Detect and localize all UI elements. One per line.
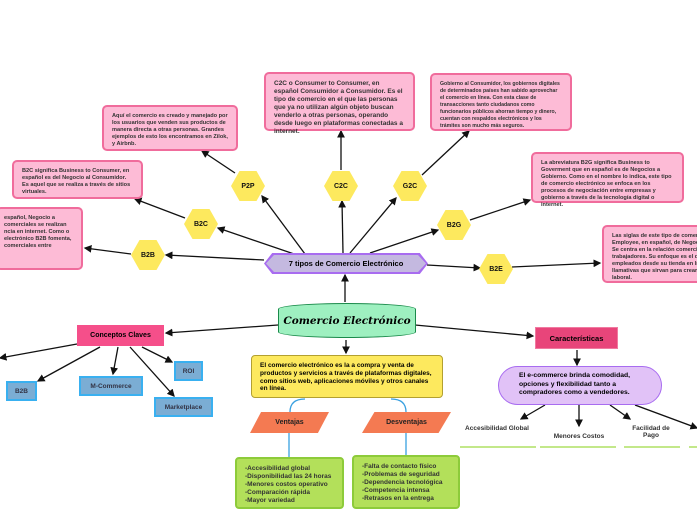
pros-list: -Accesibilidad global-Disponibilidad las… [235, 457, 344, 509]
concept-roi[interactable]: ROI [174, 361, 203, 381]
pros-item: -Menores costos operativo [245, 481, 328, 488]
b2b-description: español, Negocio a comerciales se realiz… [0, 207, 83, 270]
cons-node[interactable]: Desventajas [362, 412, 451, 433]
b2g-description: La abreviatura B2G significa Business to… [531, 152, 684, 208]
cons-item: -Competencia intensa [362, 487, 430, 494]
cons-list: -Falta de contacto físico-Problemas de s… [352, 455, 460, 509]
feature-item: Accesibilidad Global [465, 425, 529, 432]
cons-item: -Falta de contacto físico [362, 463, 437, 470]
cons-item: -Retrasos en la entrega [362, 495, 434, 502]
pros-item: -Mayor variedad [245, 497, 295, 504]
cons-item: -Problemas de seguridad [362, 471, 440, 478]
c2c-description: C2C o Consumer to Consumer, en español C… [264, 72, 415, 135]
feature-underline [624, 446, 680, 448]
g2c-description: Gobierno al Consumidor, los gobiernos di… [430, 73, 572, 131]
feature-underline [689, 446, 697, 448]
feature-item: Menores Costos [553, 433, 605, 440]
feature-underline [540, 446, 616, 448]
feature-item: Facilidad de Pago [632, 425, 670, 439]
cons-item: -Dependencia tecnológica [362, 479, 443, 486]
type-b2c[interactable]: B2C [184, 209, 218, 239]
pros-item: -Comparación rápida [245, 489, 311, 496]
feature-underline [460, 446, 536, 448]
p2p-description: Aquí el comercio es creado y manejado po… [102, 105, 238, 151]
pros-node[interactable]: Ventajas [250, 412, 329, 433]
concepts-node[interactable]: Conceptos Claves [77, 325, 164, 346]
central-topic[interactable]: Comercio Electrónico [278, 303, 416, 338]
b2e-description: Las siglas de este tipo de comerc Employ… [602, 225, 697, 283]
definition-box: El comercio electrónico es la a compra y… [251, 355, 443, 398]
concept-b2b[interactable]: B2B [6, 381, 37, 401]
pros-item: -Disponibilidad las 24 horas [245, 473, 332, 480]
concept-marketplace[interactable]: Marketplace [154, 397, 213, 417]
concept-m-commerce[interactable]: M-Commerce [79, 376, 143, 396]
type-b2b[interactable]: B2B [131, 240, 165, 270]
features-node[interactable]: Características [535, 327, 618, 349]
pros-item: -Accesibilidad global [245, 465, 311, 472]
b2c-description: B2C significa Business to Consumer, en e… [12, 160, 143, 199]
features-summary: El e-commerce brinda comodidad, opciones… [498, 366, 662, 405]
types-node[interactable]: 7 tipos de Comercio Electrónico [266, 255, 426, 272]
